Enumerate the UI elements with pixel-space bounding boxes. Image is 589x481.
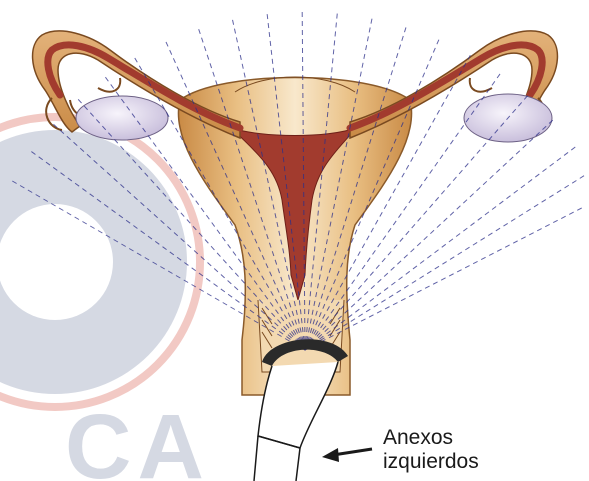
watermark: CA xyxy=(0,117,210,481)
left-ovary xyxy=(76,96,168,140)
watermark-hole xyxy=(0,204,113,320)
annotation-line-2: izquierdos xyxy=(383,450,479,473)
probe-shaft xyxy=(258,362,338,448)
watermark-letters: CA xyxy=(65,396,210,481)
annotation-arrowhead xyxy=(322,448,339,462)
annotation: Anexos izquierdos xyxy=(322,426,479,473)
annotation-line-1: Anexos xyxy=(383,426,453,449)
annotation-arrow xyxy=(333,449,372,455)
